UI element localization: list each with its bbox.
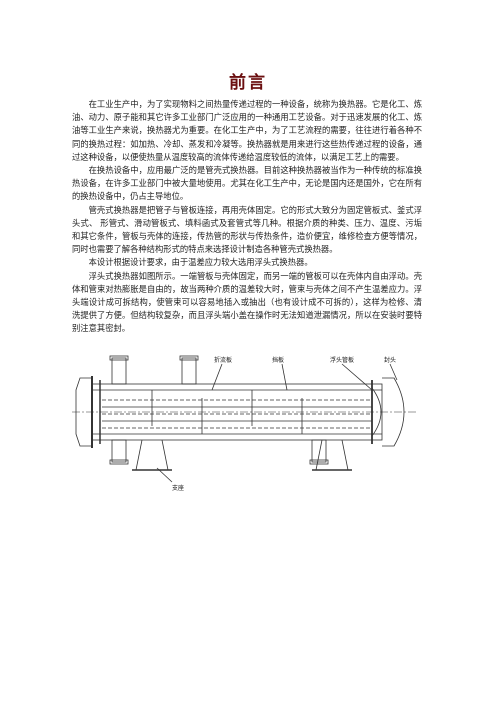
support-left: [135, 439, 169, 471]
label-shell: 挡板: [272, 356, 284, 364]
heat-exchanger-drawing: 折流板 挡板 浮头管板 封头 支座: [72, 350, 424, 500]
nozzle-top-mid: [181, 357, 197, 385]
label-baffle: 折流板: [214, 356, 232, 364]
paragraph-3: 管壳式换热器是把管子与管板连接，再用壳体固定。它的形式大致分为固定管板式、釜式浮…: [72, 204, 422, 255]
nozzle-bottom-right: [311, 439, 327, 463]
paragraph-4: 本设计根据设计要求，由于温差应力较大选用浮头式换热器。: [88, 257, 313, 268]
label-head-cover: 封头: [384, 356, 396, 364]
head-cover: [382, 377, 405, 447]
nozzle-top-left: [111, 357, 127, 385]
paragraph-1: 在工业生产中，为了实现物料之间热量传递过程的一种设备，统称为换热器。它是化工、炼…: [72, 99, 422, 162]
body-text: 在工业生产中，为了实现物料之间热量传递过程的一种设备，统称为换热器。它是化工、炼…: [72, 98, 422, 336]
label-support: 支座: [172, 484, 184, 492]
nozzle-bottom-left: [111, 439, 127, 463]
paragraph-2: 在换热设备中，应用最广泛的是管壳式换热器。目前这种换热器被当作为一种传统的标准换…: [72, 165, 422, 202]
paragraph-5: 浮头式换热器如图所示。一端管板与壳体固定，而另一端的管板可以在壳体内自由浮动。壳…: [72, 270, 422, 334]
page-title: 前言: [229, 73, 267, 93]
support-right: [315, 439, 349, 471]
label-floating-head: 浮头管板: [330, 356, 354, 364]
heat-exchanger-svg: 折流板 挡板 浮头管板 封头 支座: [72, 355, 417, 492]
